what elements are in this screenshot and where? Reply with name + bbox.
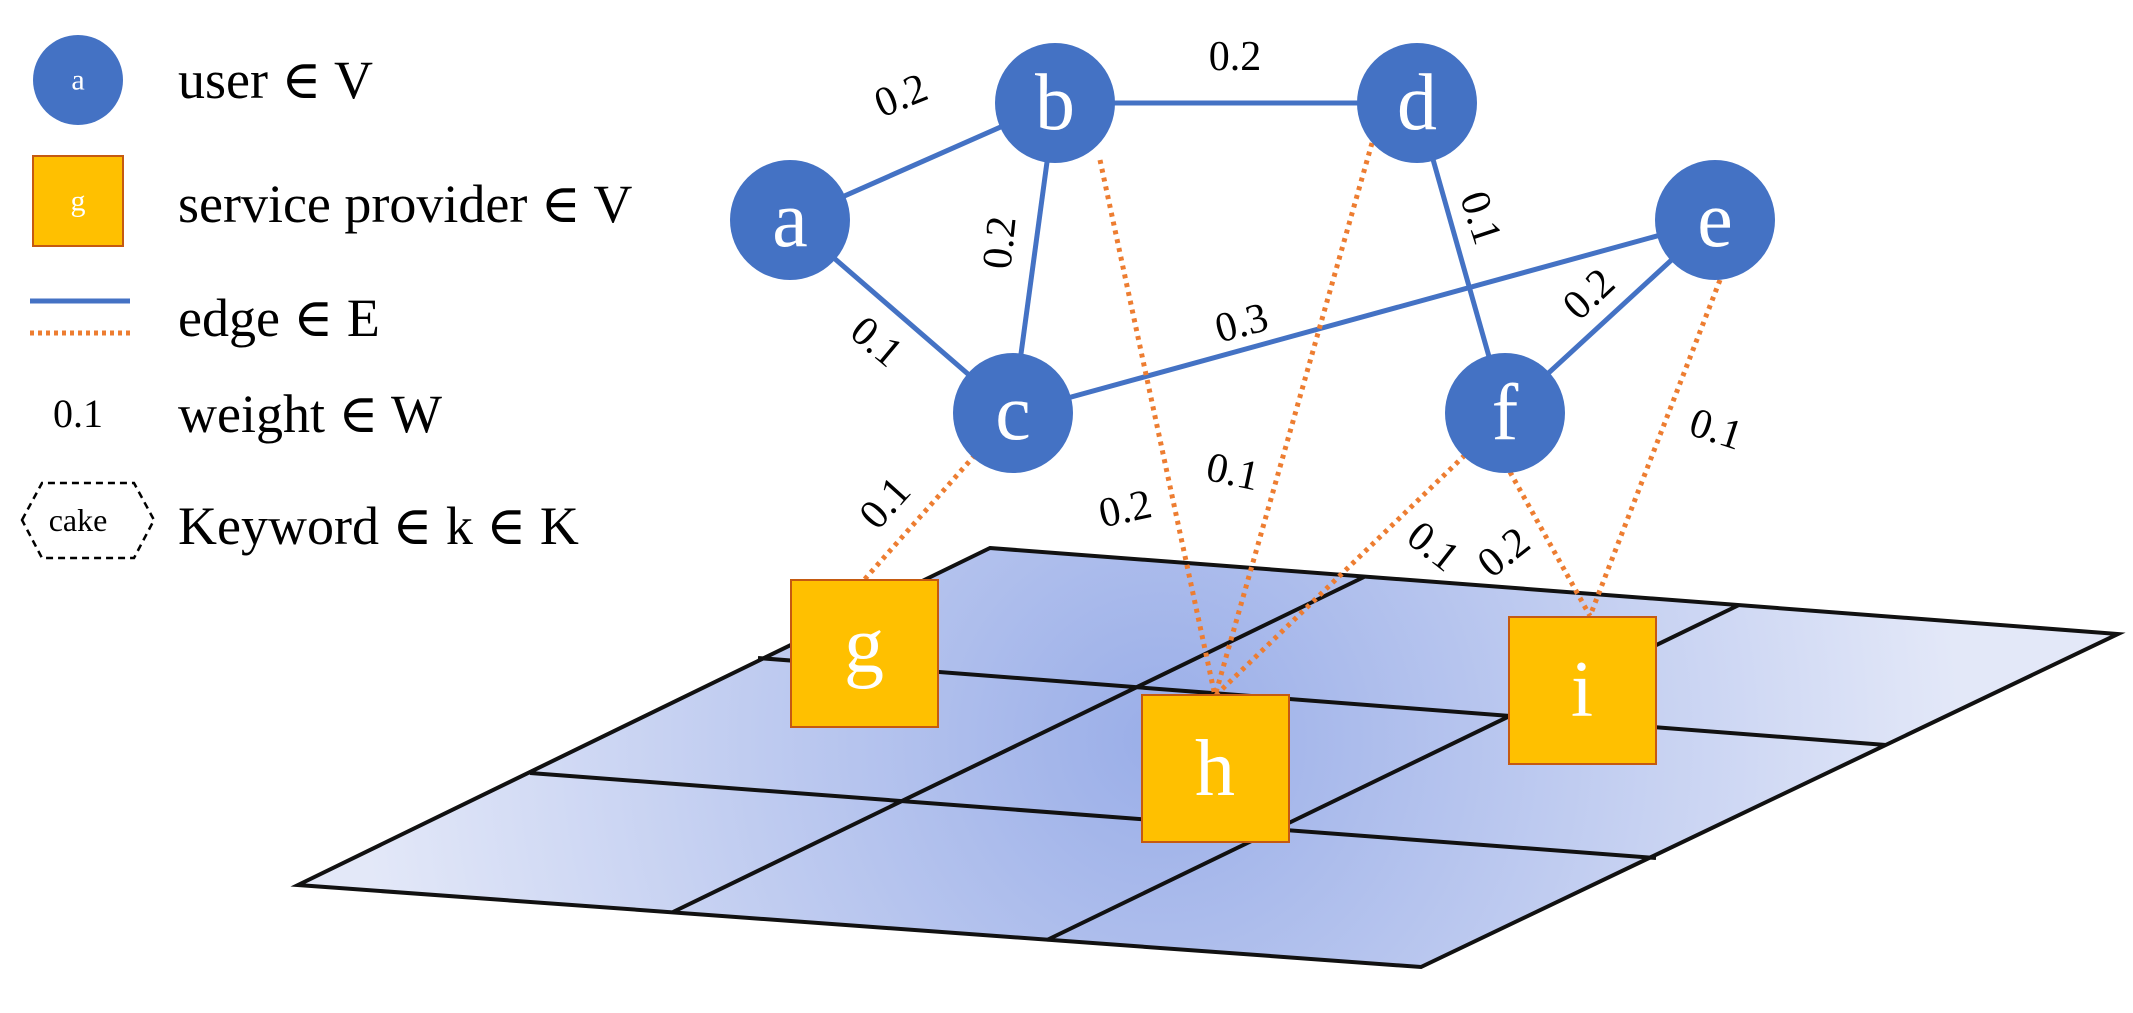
provider-node-i-label: i — [1571, 646, 1593, 734]
weight-f-i: 0.2 — [1469, 518, 1539, 587]
weight-f-h: 0.1 — [1398, 512, 1468, 581]
grid-plane-border — [290, 545, 2126, 970]
dotted-edge-f-i — [1507, 470, 1593, 618]
weight-e-f: 0.2 — [1554, 260, 1624, 329]
legend-edge-text: edge ∈ E — [178, 288, 380, 348]
grid-line-row2 — [529, 771, 1657, 860]
user-node-d[interactable]: d — [1357, 43, 1477, 163]
edge-weights: 0.2 0.2 0.2 0.1 0.3 0.1 0.2 0.1 0.2 0.1 … — [841, 34, 1748, 587]
dotted-edge-d-h — [1212, 142, 1375, 697]
user-node-d-label: d — [1397, 59, 1437, 147]
dotted-edge-b-h — [1097, 159, 1218, 697]
legend-user-symbol: a — [71, 64, 84, 97]
user-node-e[interactable]: e — [1655, 160, 1775, 280]
legend: a user ∈ V g service provider ∈ V edge ∈… — [20, 35, 632, 560]
legend-weight-item: 0.1 weight ∈ W — [53, 384, 442, 444]
user-node-f-label: f — [1492, 369, 1519, 457]
weight-e-i: 0.1 — [1684, 400, 1748, 460]
dotted-edge-c-g — [862, 453, 977, 582]
provider-node-h-label: h — [1195, 725, 1235, 813]
user-node-e-label: e — [1697, 176, 1733, 264]
legend-provider-symbol: g — [71, 185, 86, 218]
weight-c-g: 0.1 — [851, 468, 920, 538]
dotted-edge-e-i — [1587, 279, 1723, 617]
legend-weight-symbol: 0.1 — [53, 391, 103, 436]
weight-a-b: 0.2 — [868, 65, 934, 127]
user-node-c-label: c — [995, 369, 1031, 457]
user-node-f[interactable]: f — [1445, 353, 1565, 473]
user-nodes: a b c d e f — [730, 43, 1775, 473]
legend-provider-item: g service provider ∈ V — [32, 155, 632, 247]
weight-d-f: 0.1 — [1450, 186, 1510, 250]
legend-weight-text: weight ∈ W — [178, 384, 442, 444]
weight-b-c: 0.2 — [974, 214, 1025, 271]
weight-b-h: 0.2 — [1095, 481, 1156, 537]
provider-node-h[interactable]: h — [1141, 694, 1290, 843]
legend-user-text: user ∈ V — [178, 50, 373, 110]
user-node-b[interactable]: b — [995, 43, 1115, 163]
user-node-c[interactable]: c — [953, 353, 1073, 473]
legend-provider-text: service provider ∈ V — [178, 174, 632, 234]
solid-edges — [788, 100, 1717, 416]
grid-line-col1 — [672, 575, 1365, 914]
legend-keyword-icon — [20, 481, 156, 560]
edge-c-e — [1012, 217, 1716, 416]
user-node-a-label: a — [772, 176, 808, 264]
legend-keyword-item: cake Keyword ∈ k ∈ K — [20, 481, 579, 560]
legend-user-item: a user ∈ V — [33, 35, 373, 125]
legend-edge-item: edge ∈ E — [30, 288, 380, 348]
user-node-b-label: b — [1035, 59, 1075, 147]
legend-user-icon — [33, 35, 123, 125]
dotted-edge-f-h — [1213, 453, 1467, 698]
user-node-a[interactable]: a — [730, 160, 850, 280]
weight-d-h: 0.1 — [1202, 444, 1263, 500]
grid-line-row1 — [757, 656, 1887, 747]
provider-nodes: g h i — [790, 579, 1657, 843]
legend-provider-icon — [32, 155, 124, 247]
provider-node-g[interactable]: g — [790, 579, 939, 728]
legend-keyword-symbol: cake — [49, 502, 108, 538]
legend-keyword-text: Keyword ∈ k ∈ K — [178, 496, 579, 556]
weight-b-d: 0.2 — [1209, 34, 1262, 80]
provider-node-i[interactable]: i — [1508, 616, 1657, 765]
dotted-edges — [862, 142, 1723, 698]
provider-node-g-label: g — [844, 602, 884, 690]
